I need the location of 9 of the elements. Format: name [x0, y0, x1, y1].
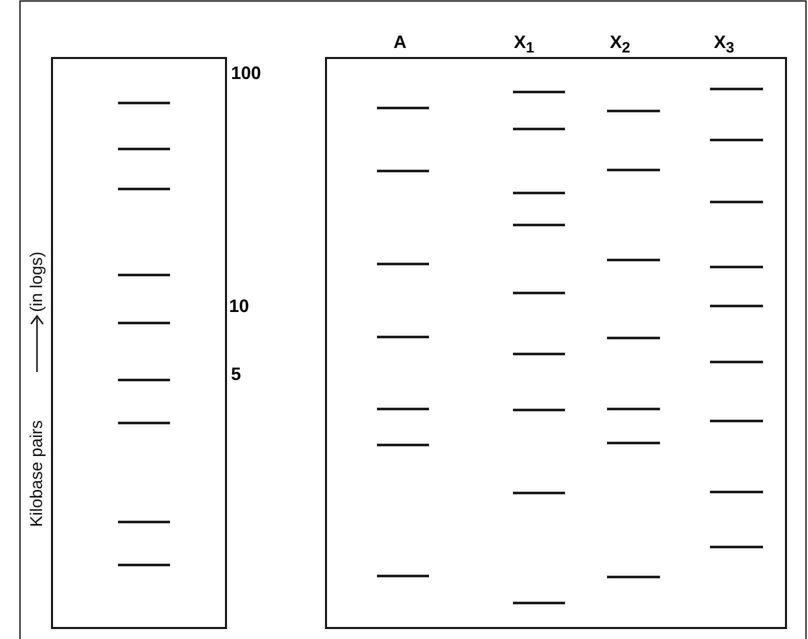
axis-label: (in logs): [28, 252, 46, 312]
scale-value: 10: [229, 296, 250, 316]
scale-value: 100: [231, 63, 262, 83]
lane-label: A: [394, 32, 406, 52]
lane-label: X$_{3}$: [714, 32, 734, 59]
scale-value: 5: [231, 364, 242, 384]
axis-label: Kilobase pairs: [28, 420, 46, 527]
lane-label: X$_{2}$: [610, 32, 630, 59]
lane-label: X$_{1}$: [514, 32, 534, 59]
